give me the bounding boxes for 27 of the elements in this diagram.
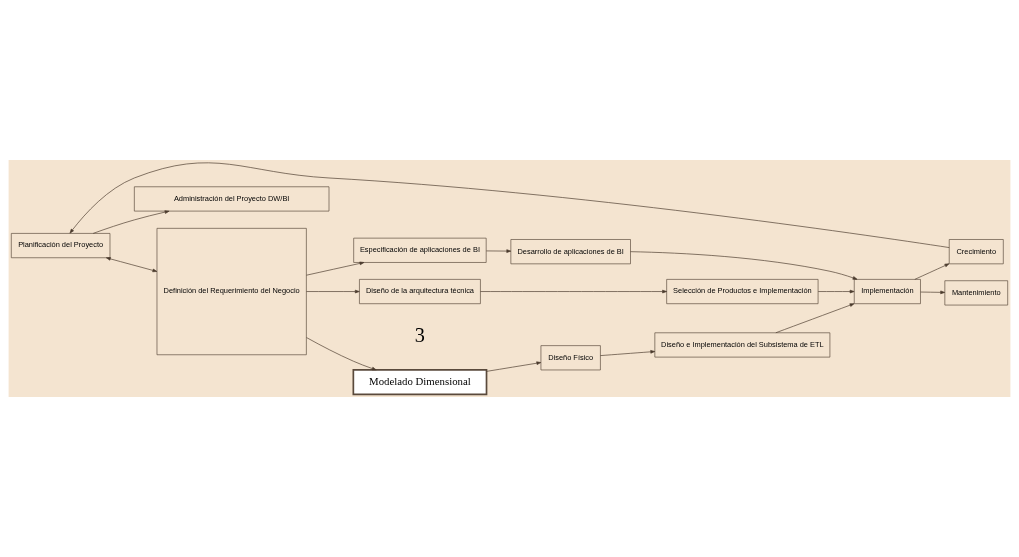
arrow [630, 251, 858, 280]
node-box: Definición del Requerimiento del Negocio [156, 228, 307, 356]
node-box: Mantenimiento [944, 280, 1009, 306]
label: 3 [414, 323, 425, 346]
arrow [480, 289, 667, 294]
node-box: Modelado Dimensional [352, 369, 488, 396]
arrow [817, 289, 855, 294]
arrow [775, 303, 855, 334]
arrow [914, 263, 950, 280]
arrow [306, 337, 377, 371]
arrow [486, 361, 542, 372]
arrow [306, 261, 365, 276]
node-box: Diseño e Implementación del Subsistema de ETL [654, 332, 831, 358]
node-box: Especificación de aplicaciones de BI [353, 237, 487, 263]
node-box: Crecimiento [948, 239, 1004, 265]
node-box: Selección de Productos e Implementación [666, 279, 819, 305]
arrow [306, 289, 360, 294]
node-box: Implementación [853, 279, 921, 305]
arrow [600, 350, 656, 356]
arrow [486, 249, 512, 253]
arrow [92, 210, 170, 234]
arrow [920, 290, 946, 295]
node-box: Diseño Físico [540, 345, 601, 371]
node-box: Desarrollo de aplicaciones de BI [510, 239, 631, 265]
arrow [106, 257, 158, 273]
node-box: Diseño de la arquitectura técnica [359, 279, 481, 305]
arrow [69, 162, 950, 248]
